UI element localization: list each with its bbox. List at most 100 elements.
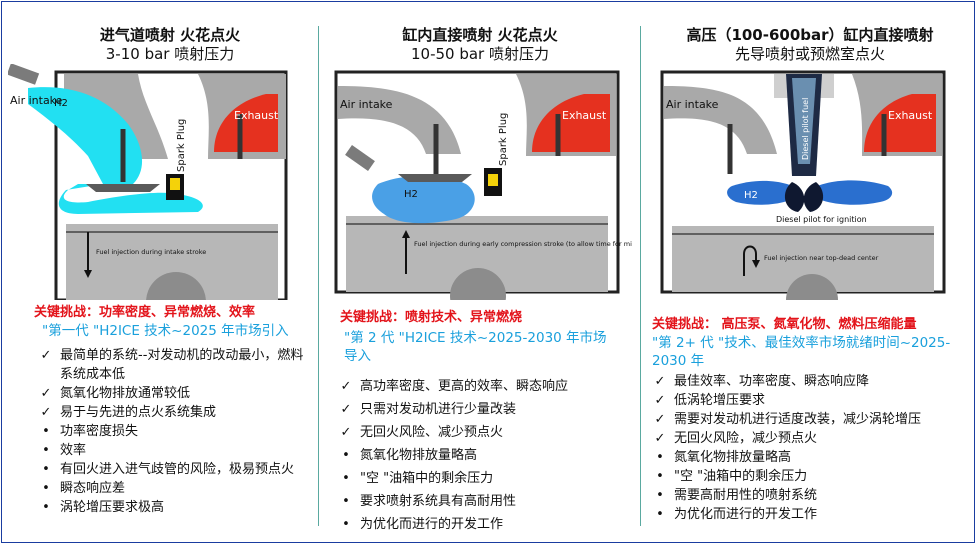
feature-text: 要求喷射系统具有高耐用性	[360, 494, 517, 509]
feature-text: 只需对发动机进行少量改装	[360, 402, 517, 417]
feature-item: • "空 "油箱中的剩余压力	[336, 467, 626, 490]
feature-item: • "空 "油箱中的剩余压力	[650, 467, 968, 486]
checkmark-icon: ✓	[40, 348, 52, 363]
feature-item: ✓最简单的系统--对发动机的改动最小，燃料系统成本低	[36, 346, 312, 384]
bullet-icon: •	[656, 450, 664, 465]
bullet-icon: •	[42, 443, 50, 458]
feature-item: ✓ 只需对发动机进行少量改装	[336, 398, 626, 421]
column-1-exhaust-label: Exhaust	[234, 109, 279, 122]
feature-item: • 涡轮增压要求极高	[36, 498, 312, 517]
column-2-generation: "第 2 代 "H2ICE 技术~2025-2030 年市场导入	[344, 330, 607, 364]
feature-text: "空 "油箱中的剩余压力	[360, 471, 494, 486]
feature-item: ✓ 易于与先进的点火系统集成	[36, 403, 312, 422]
column-3-h2-label: H2	[744, 190, 758, 201]
checkmark-icon: ✓	[340, 402, 352, 417]
column-2-air-intake-label: Air intake	[340, 98, 393, 111]
column-1-air-intake-label: Air intake	[10, 94, 63, 107]
feature-text: 氮氧化物排放量略高	[360, 448, 478, 463]
feature-item: ✓ 无回火风险、减少预点火	[336, 421, 626, 444]
column-3-air-intake-label: Air intake	[666, 98, 719, 111]
checkmark-icon: ✓	[654, 431, 666, 446]
feature-text: 氮氧化物排放通常较低	[60, 386, 191, 401]
column-2-title-sub: 10-50 bar 喷射压力	[410, 45, 549, 63]
column-divider-2	[640, 26, 641, 526]
bullet-icon: •	[42, 500, 50, 515]
bullet-icon: •	[342, 448, 350, 463]
column-3-exhaust-label: Exhaust	[888, 109, 933, 122]
bullet-icon: •	[42, 424, 50, 439]
column-3-engine-diagram: Air intake H2 Exhaust Diesel pilot fuel …	[660, 70, 946, 300]
feature-item: ✓ 氮氧化物排放通常较低	[36, 384, 312, 403]
feature-item: • 要求喷射系统具有高耐用性	[336, 490, 626, 513]
column-2-challenge: 关键挑战：喷射技术、异常燃烧	[340, 310, 523, 325]
bullet-icon: •	[342, 494, 350, 509]
checkmark-icon: ✓	[654, 374, 666, 389]
column-2-title: 缸内直接喷射 火花点火 10-50 bar 喷射压力	[330, 26, 630, 64]
column-3-feature-list: ✓ 最佳效率、功率密度、瞬态响应降 ✓ 低涡轮增压要求 ✓ 需要对发动机进行适度改装，减少…	[650, 372, 968, 524]
bullet-icon: •	[656, 488, 664, 503]
bullet-icon: •	[656, 469, 664, 484]
feature-text: "空 "油箱中的剩余压力	[674, 469, 808, 484]
feature-item: • 为优化而进行的开发工作	[650, 505, 968, 524]
checkmark-icon: ✓	[340, 425, 352, 440]
feature-item: ✓ 低涡轮增压要求	[650, 391, 968, 410]
bullet-icon: •	[342, 471, 350, 486]
feature-item: • 氮氧化物排放量略高	[336, 444, 626, 467]
feature-item: • 功率密度损失	[36, 422, 312, 441]
bullet-icon: •	[42, 481, 50, 496]
column-1-title: 进气道喷射 火花点火 3-10 bar 喷射压力	[30, 26, 310, 64]
feature-text: 有回火进入进气歧管的风险，极易预点火	[60, 462, 295, 477]
feature-text: 效率	[60, 443, 87, 458]
feature-item: • 有回火进入进气歧管的风险，极易预点火	[36, 460, 312, 479]
column-1-spark-plug-label: Spark Plug	[176, 119, 187, 172]
checkmark-icon: ✓	[654, 412, 666, 427]
column-3-pilot-fuel-label: Diesel pilot fuel	[801, 98, 810, 160]
column-1-engine-diagram: Air intake H2 Exhaust Spark Plug Fuel in…	[8, 64, 288, 300]
column-2-exhaust-label: Exhaust	[562, 109, 607, 122]
column-3-generation: "第 2+ 代 "技术、最佳效率市场就绪时间~2025-2030 年	[652, 335, 951, 369]
column-2-feature-list: ✓ 高功率密度、更高的效率、瞬态响应 ✓ 只需对发动机进行少量改装 ✓ 无回火风险、减少预…	[336, 375, 626, 536]
bullet-icon: •	[342, 517, 350, 532]
checkmark-icon: ✓	[340, 379, 352, 394]
column-1-title-sub: 3-10 bar 喷射压力	[105, 45, 235, 63]
checkmark-icon: ✓	[40, 405, 52, 420]
feature-text: 高功率密度、更高的效率、瞬态响应	[360, 379, 569, 394]
feature-text: 为优化而进行的开发工作	[360, 517, 504, 532]
feature-text: 无回火风险、减少预点火	[360, 425, 504, 440]
column-1-feature-list: ✓最简单的系统--对发动机的改动最小，燃料系统成本低✓氮氧化物排放通常较低✓易于…	[36, 346, 312, 517]
bullet-icon: •	[42, 462, 50, 477]
checkmark-icon: ✓	[40, 386, 52, 401]
feature-item: ✓ 需要对发动机进行适度改装，减少涡轮增压	[650, 410, 968, 429]
feature-item: • 需要高耐用性的喷射系统	[650, 486, 968, 505]
feature-text: 需要对发动机进行适度改装，减少涡轮增压	[674, 412, 922, 427]
column-2-h2-label: H2	[404, 189, 418, 200]
column-2-engine-diagram: Air intake H2 Exhaust Spark Plug Fuel in…	[334, 70, 632, 300]
feature-text: 易于与先进的点火系统集成	[60, 405, 217, 420]
bullet-icon: •	[656, 507, 664, 522]
feature-text: 最佳效率、功率密度、瞬态响应降	[674, 374, 870, 389]
column-3-title-sub: 先导喷射或预燃室点火	[734, 45, 885, 63]
column-1-challenge: 关键挑战：功率密度、异常燃烧、效率	[34, 305, 256, 320]
column-3-challenge: 关键挑战： 高压泵、氮氧化物、燃料压缩能量	[652, 317, 917, 332]
feature-text: 瞬态响应差	[60, 481, 126, 496]
column-3-title: 高压（100-600bar）缸内直接喷射 先导喷射或预燃室点火	[660, 26, 960, 64]
feature-item: • 氮氧化物排放量略高	[650, 448, 968, 467]
feature-text: 低涡轮增压要求	[674, 393, 766, 408]
column-3-title-main: 高压（100-600bar）缸内直接喷射	[686, 26, 934, 44]
feature-text: 涡轮增压要求极高	[60, 500, 165, 515]
feature-item: ✓ 最佳效率、功率密度、瞬态响应降	[650, 372, 968, 391]
column-2-spark-plug-label: Spark Plug	[498, 113, 509, 166]
column-1-title-main: 进气道喷射 火花点火	[99, 26, 241, 44]
column-1-injection-note: Fuel injection during intake stroke	[96, 248, 206, 256]
feature-text: 氮氧化物排放量略高	[674, 450, 792, 465]
column-1-h2-label: H2	[54, 98, 68, 109]
column-2-injection-note: Fuel injection during early compression …	[414, 240, 632, 248]
column-3-injection-note: Fuel injection near top-dead center	[764, 254, 879, 262]
feature-text: 需要高耐用性的喷射系统	[674, 488, 818, 503]
feature-text: 功率密度损失	[60, 424, 139, 439]
feature-text: 为优化而进行的开发工作	[674, 507, 818, 522]
feature-item: • 为优化而进行的开发工作	[336, 513, 626, 536]
feature-item: • 效率	[36, 441, 312, 460]
checkmark-icon: ✓	[654, 393, 666, 408]
column-1-generation: "第一代 "H2ICE 技术~2025 年市场引入	[42, 323, 289, 339]
